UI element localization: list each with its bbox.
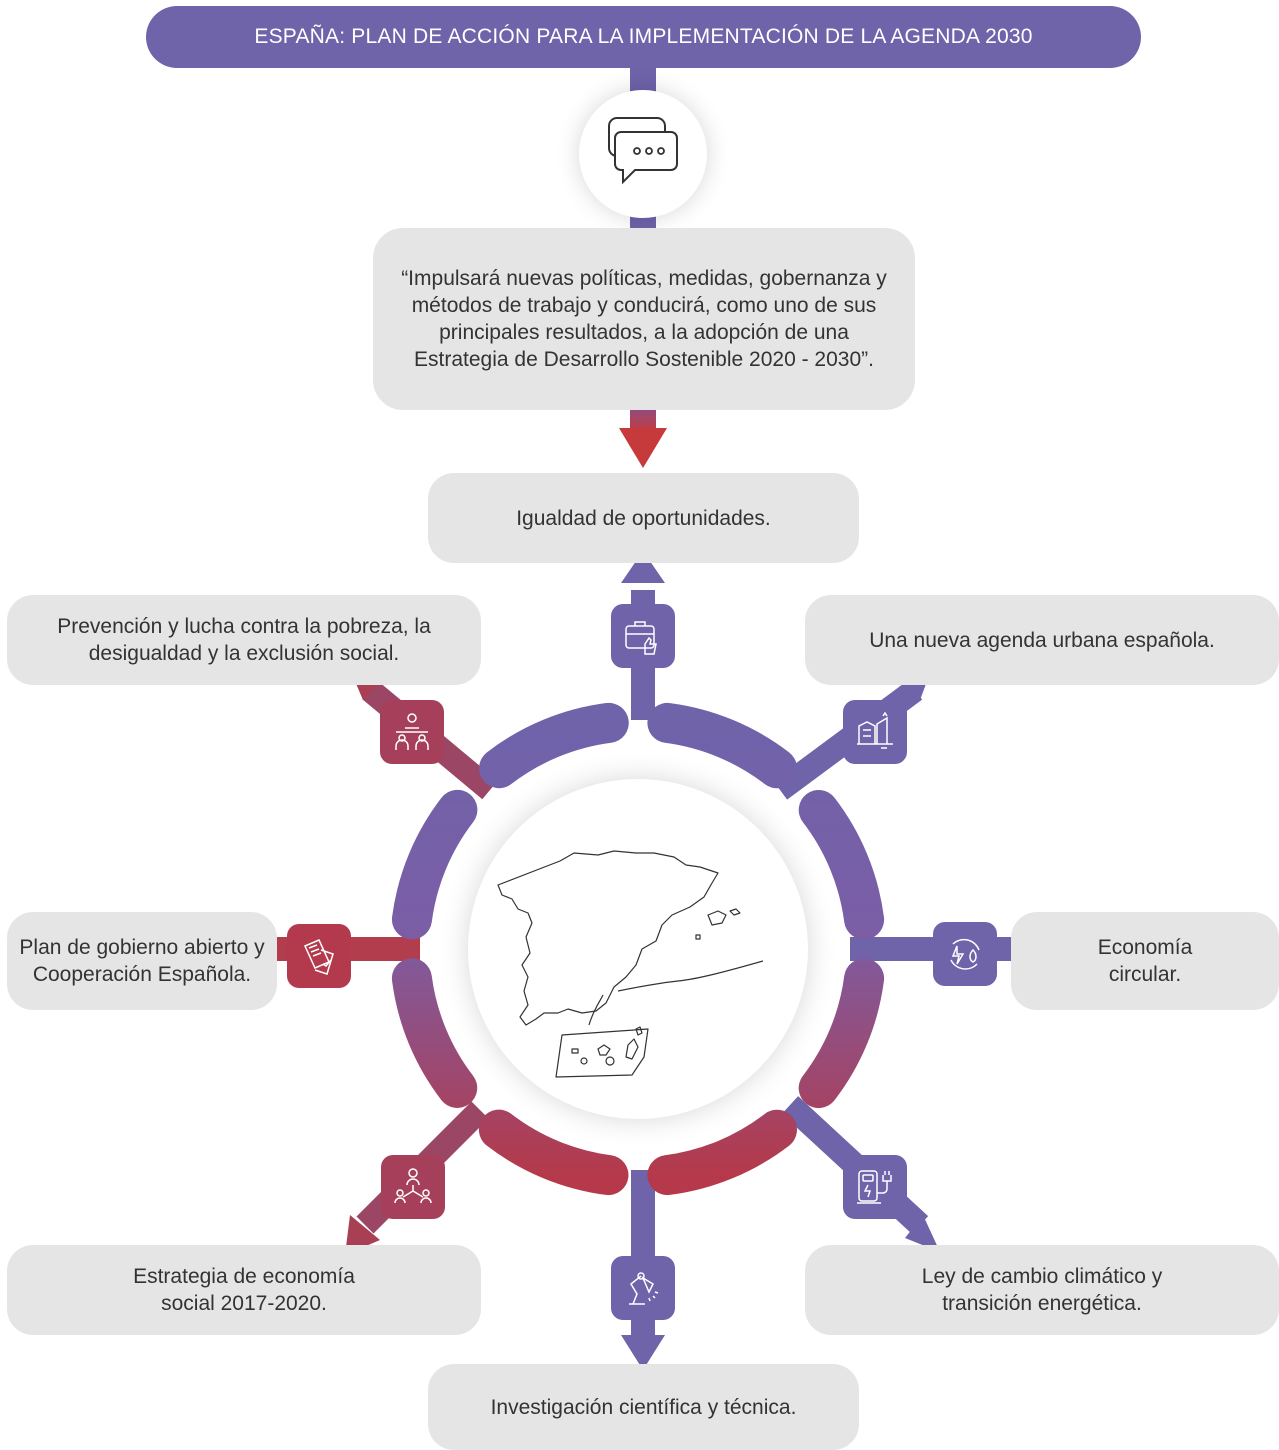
network-people-icon (381, 1155, 445, 1219)
briefcase-thumbs-up-icon (611, 604, 675, 668)
meeting-people-icon (380, 700, 444, 764)
city-buildings-icon (843, 700, 907, 764)
page-title: ESPAÑA: PLAN DE ACCIÓN PARA LA IMPLEMENT… (146, 6, 1141, 68)
item-bottom-right: Ley de cambio climático y transición ene… (805, 1245, 1279, 1335)
item-bottom: Investigación científica y técnica. (428, 1364, 859, 1450)
item-left: Plan de gobierno abierto y Cooperación E… (7, 912, 277, 1010)
item-bottom-left: Estrategia de economía social 2017-2020. (7, 1245, 481, 1335)
documents-icon (287, 924, 351, 988)
item-top: Igualdad de oportunidades. (428, 473, 859, 563)
quote-arrow-head (619, 428, 667, 468)
spain-map-icon (497, 850, 764, 1078)
recycle-energy-icon (933, 922, 997, 986)
map-circle (468, 779, 808, 1119)
item-right: Economía circular. (1011, 912, 1279, 1010)
item-top-right: Una nueva agenda urbana española. (805, 595, 1279, 685)
quote-box: “Impulsará nuevas políticas, medidas, go… (373, 228, 915, 410)
chat-bubble-circle (579, 90, 707, 218)
item-top-left: Prevención y lucha contra la pobreza, la… (7, 595, 481, 685)
lab-lamp-icon (611, 1256, 675, 1320)
chat-bubbles-icon (608, 117, 678, 185)
charging-station-icon (843, 1155, 907, 1219)
